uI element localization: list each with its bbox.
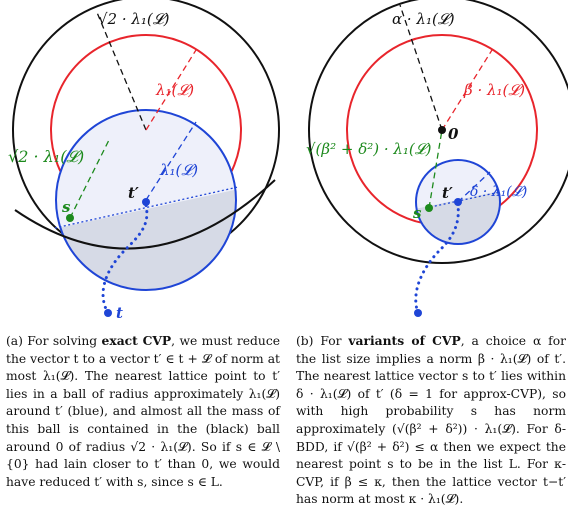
label-zero-b: 0 xyxy=(448,125,459,143)
point-s-a xyxy=(66,214,74,222)
caption-b-bold: variants of CVP xyxy=(348,333,461,348)
caption-a: (a) For solving exact CVP, we must reduc… xyxy=(6,332,280,491)
label-lambda-blue-a: λ₁(𝓛) xyxy=(159,161,198,179)
dash-blue-b xyxy=(457,171,491,203)
panel-a-diagram: √2 · λ₁(𝓛) λ₁(𝓛) √2 · λ₁(𝓛) λ₁(𝓛) t′ s t xyxy=(8,0,280,322)
label-beta-b: β · λ₁(𝓛) xyxy=(463,81,525,99)
figure-canvas: √2 · λ₁(𝓛) λ₁(𝓛) √2 · λ₁(𝓛) λ₁(𝓛) t′ s t… xyxy=(8,0,568,322)
dash-red-b xyxy=(441,49,493,131)
dash-red-a xyxy=(145,49,197,131)
shaded-cap-b xyxy=(416,190,500,244)
chord-dotted-b xyxy=(425,191,501,209)
caption-a-body: , we must reduce the vector t to a vecto… xyxy=(6,334,280,489)
caption-a-tag: (a) For solving xyxy=(6,334,98,348)
dash-black-b xyxy=(399,4,443,131)
blue-ball-a xyxy=(55,109,237,291)
caption-b-body: , a choice α for the list size implies a… xyxy=(296,334,566,507)
label-sqrt2-top-a: √2 · λ₁(𝓛) xyxy=(98,10,170,28)
path-t-to-tprime-b xyxy=(414,204,460,315)
point-t-prime-b xyxy=(454,198,462,206)
dash-green-b xyxy=(428,129,443,209)
blue-ball-b xyxy=(415,159,501,245)
label-s-b: s xyxy=(413,204,422,222)
label-sqrt2-green-a: √2 · λ₁(𝓛) xyxy=(8,147,84,166)
dash-green-a xyxy=(69,137,111,219)
dash-black-a xyxy=(95,9,147,131)
label-t-prime-a: t′ xyxy=(128,184,139,202)
black-ball-b xyxy=(308,0,568,264)
bottom-arc-a xyxy=(14,179,276,250)
point-s-b xyxy=(425,204,433,212)
caption-a-bold: exact CVP xyxy=(101,333,172,348)
label-t-a: t xyxy=(116,304,123,322)
panel-b-diagram: α · λ₁(𝓛) β · λ₁(𝓛) 0 √(β² + δ²) · λ₁(𝓛)… xyxy=(306,0,568,317)
caption-b: (b) For variants of CVP, a choice α for … xyxy=(296,332,566,509)
label-t-prime-b: t′ xyxy=(442,184,453,202)
point-t-prime-a xyxy=(142,198,150,206)
dash-blue-a xyxy=(145,121,197,201)
label-s-a: s xyxy=(62,198,71,216)
point-t-b xyxy=(414,309,422,317)
point-t-a xyxy=(104,309,112,317)
label-lambda-red-a: λ₁(𝓛) xyxy=(155,81,194,99)
label-green-norm-b: √(β² + δ²) · λ₁(𝓛) xyxy=(306,140,432,158)
label-alpha-b: α · λ₁(𝓛) xyxy=(392,10,455,28)
caption-b-tag: (b) For xyxy=(296,334,342,348)
point-origin-b xyxy=(438,126,446,134)
label-delta-b: δ · λ₁(𝓛) xyxy=(470,184,527,200)
